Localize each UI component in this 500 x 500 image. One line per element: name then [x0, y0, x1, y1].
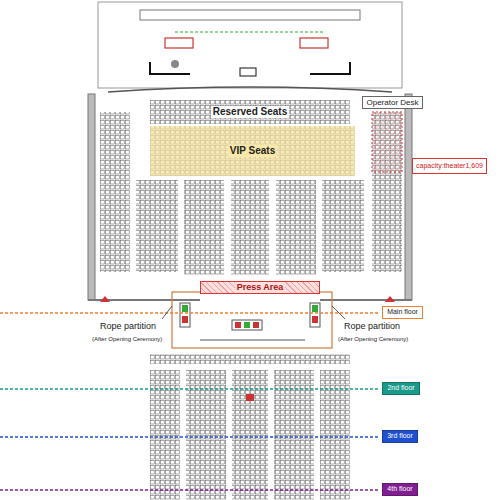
partition-label: Rope partition [344, 321, 400, 331]
seat-block [372, 112, 402, 272]
reserved-rows [150, 100, 350, 124]
node-text: 2nd floor [387, 384, 414, 392]
exit-mark [100, 296, 110, 302]
hall-wall [405, 94, 412, 300]
seat-block [322, 180, 364, 272]
lectern [240, 68, 256, 76]
hall-wall [88, 94, 95, 300]
stage-edge [108, 87, 392, 92]
floor-tag: Main floor [382, 306, 423, 319]
node-text: 3rd floor [387, 432, 413, 440]
seat-block [100, 112, 130, 272]
balcony-marker [246, 394, 254, 401]
floor-tag: 2nd floor [382, 382, 420, 395]
node-text: VIP Seats [228, 145, 277, 157]
partition-label: Rope partition [100, 321, 156, 331]
booth-marker [312, 316, 318, 323]
seat-section: VIP Seats [150, 126, 355, 176]
seat-block [136, 180, 178, 272]
node-text: Reserved Seats [211, 106, 290, 118]
press-area: Press Area [200, 281, 320, 294]
floor-tag: 4th floor [382, 483, 418, 496]
hall-wall [320, 299, 412, 301]
lobby-booth [180, 303, 190, 327]
seat-block [276, 180, 316, 275]
balcony-rows [150, 354, 350, 364]
partition-note: (After Opening Ceremony) [92, 336, 162, 343]
floor-line [0, 489, 380, 491]
seat-section: Reserved Seats [150, 100, 350, 124]
lobby-counter [200, 340, 305, 341]
floor-line [0, 388, 380, 390]
node-text: Operator Desk [366, 98, 418, 107]
stage-house [98, 2, 402, 88]
seat-block [231, 180, 269, 275]
stage-equipment [165, 38, 193, 48]
curtain-line [175, 32, 325, 33]
partition-note: (After Opening Ceremony) [338, 336, 408, 343]
booth-marker [312, 305, 318, 312]
desk-marker [253, 322, 259, 328]
floor-line [0, 436, 380, 438]
floor-line [0, 312, 380, 314]
booth-marker [182, 305, 188, 312]
leader-line [162, 306, 172, 319]
lobby-outline [172, 292, 332, 348]
stage-prop [171, 60, 179, 68]
booth-marker [182, 316, 188, 323]
desk-marker [235, 322, 241, 328]
fly-gallery [140, 10, 360, 20]
node-text: capacity:theater1,609 [416, 162, 483, 170]
stage-equipment [300, 38, 328, 48]
vip-rows [150, 126, 355, 176]
exit-mark [385, 296, 395, 302]
node-text: Press Area [235, 282, 286, 292]
lobby-desk [232, 320, 262, 330]
capacity-box: capacity:theater1,609 [412, 158, 487, 174]
leader-line [332, 306, 345, 319]
desk-box: Operator Desk [362, 96, 423, 109]
floor-tag: 3rd floor [382, 430, 418, 443]
operator-area [372, 112, 402, 172]
lobby-booth [310, 303, 320, 327]
node-text: Main floor [387, 308, 418, 316]
seat-block [184, 180, 224, 275]
node-text: 4th floor [387, 485, 412, 493]
desk-marker [244, 322, 250, 328]
